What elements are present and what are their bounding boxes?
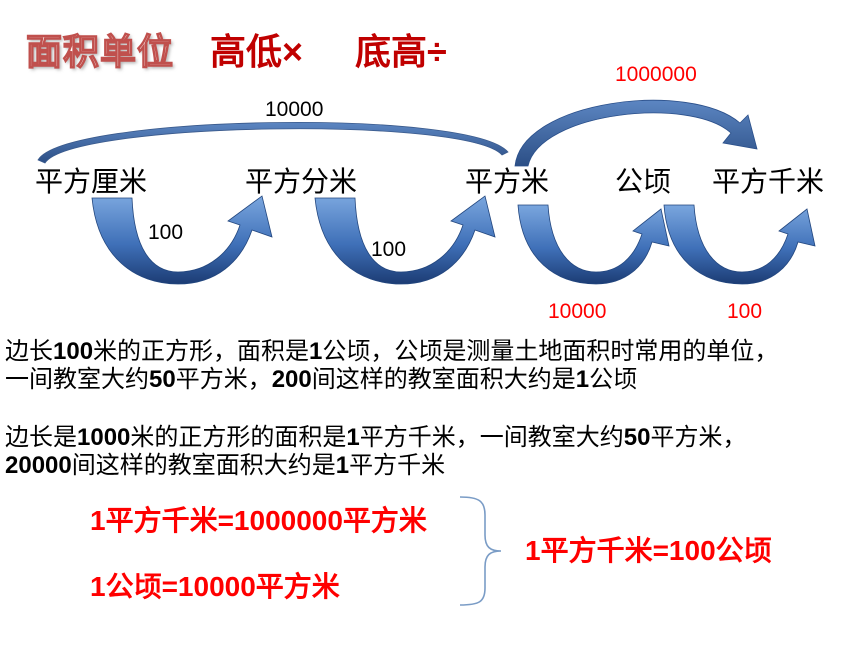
bold-number: 1 xyxy=(575,366,590,393)
bold-number: 200 xyxy=(271,366,312,393)
paragraph-hectare-line-2: 一间教室大约50平方米，200间这样的教室面积大约是1公顷 xyxy=(5,366,638,393)
bold-number: 50 xyxy=(623,424,651,451)
unit-hectare: 公顷 xyxy=(615,166,672,197)
bold-number: 1 xyxy=(346,424,360,451)
paragraph-km2-line-2: 20000间这样的教室面积大约是1平方千米 xyxy=(5,452,446,479)
rate-ha-to-km2: 100 xyxy=(727,300,763,323)
rate-cm2-to-dm2: 100 xyxy=(148,221,184,244)
right-brace-icon xyxy=(459,496,502,606)
paragraph-hectare-line-1: 边长100米的正方形，面积是1公顷，公顷是测量土地面积时常用的单位， xyxy=(5,338,779,365)
bold-number: 1 xyxy=(335,452,350,479)
rate-cm2-to-m2: 10000 xyxy=(265,98,324,121)
unit-square-meter: 平方米 xyxy=(465,166,550,197)
curved-arrow-icon-dm2-to-m2 xyxy=(314,195,496,285)
formula-ha-m2: 1公顷=10000平方米 xyxy=(90,571,340,602)
curved-arrow-icon-ha-to-km2 xyxy=(663,204,816,285)
unit-square-decimeter: 平方分米 xyxy=(245,166,358,197)
rule-high-to-low: 高低× xyxy=(210,31,304,72)
page-title: 面积单位 xyxy=(25,30,175,72)
bold-number: 1 xyxy=(309,338,323,365)
bold-number: 100 xyxy=(53,338,94,365)
rule-low-to-high: 底高÷ xyxy=(355,31,447,72)
unit-square-centimeter: 平方厘米 xyxy=(35,166,148,197)
unit-square-kilometer: 平方千米 xyxy=(712,166,825,197)
rate-m2-to-ha: 10000 xyxy=(548,300,607,323)
bold-number: 20000 xyxy=(5,452,72,479)
curved-arrow-icon-cm2-to-dm2 xyxy=(91,195,273,285)
curved-arrow-icon-m2-to-ha xyxy=(517,204,670,285)
bold-number: 1000 xyxy=(77,424,131,451)
formula-km2-m2: 1平方千米=1000000平方米 xyxy=(90,505,427,536)
paragraph-km2-line-1: 边长是1000米的正方形的面积是1平方千米，一间教室大约50平方米， xyxy=(5,424,747,451)
rate-m2-to-km2: 1000000 xyxy=(615,63,697,86)
curved-arrow-icon-m2-to-km2 xyxy=(514,99,758,167)
rate-dm2-to-m2: 100 xyxy=(371,238,407,261)
formula-km2-ha: 1平方千米=100公顷 xyxy=(525,535,772,566)
arc-cm2-to-m2 xyxy=(37,122,509,164)
bold-number: 50 xyxy=(149,366,176,393)
